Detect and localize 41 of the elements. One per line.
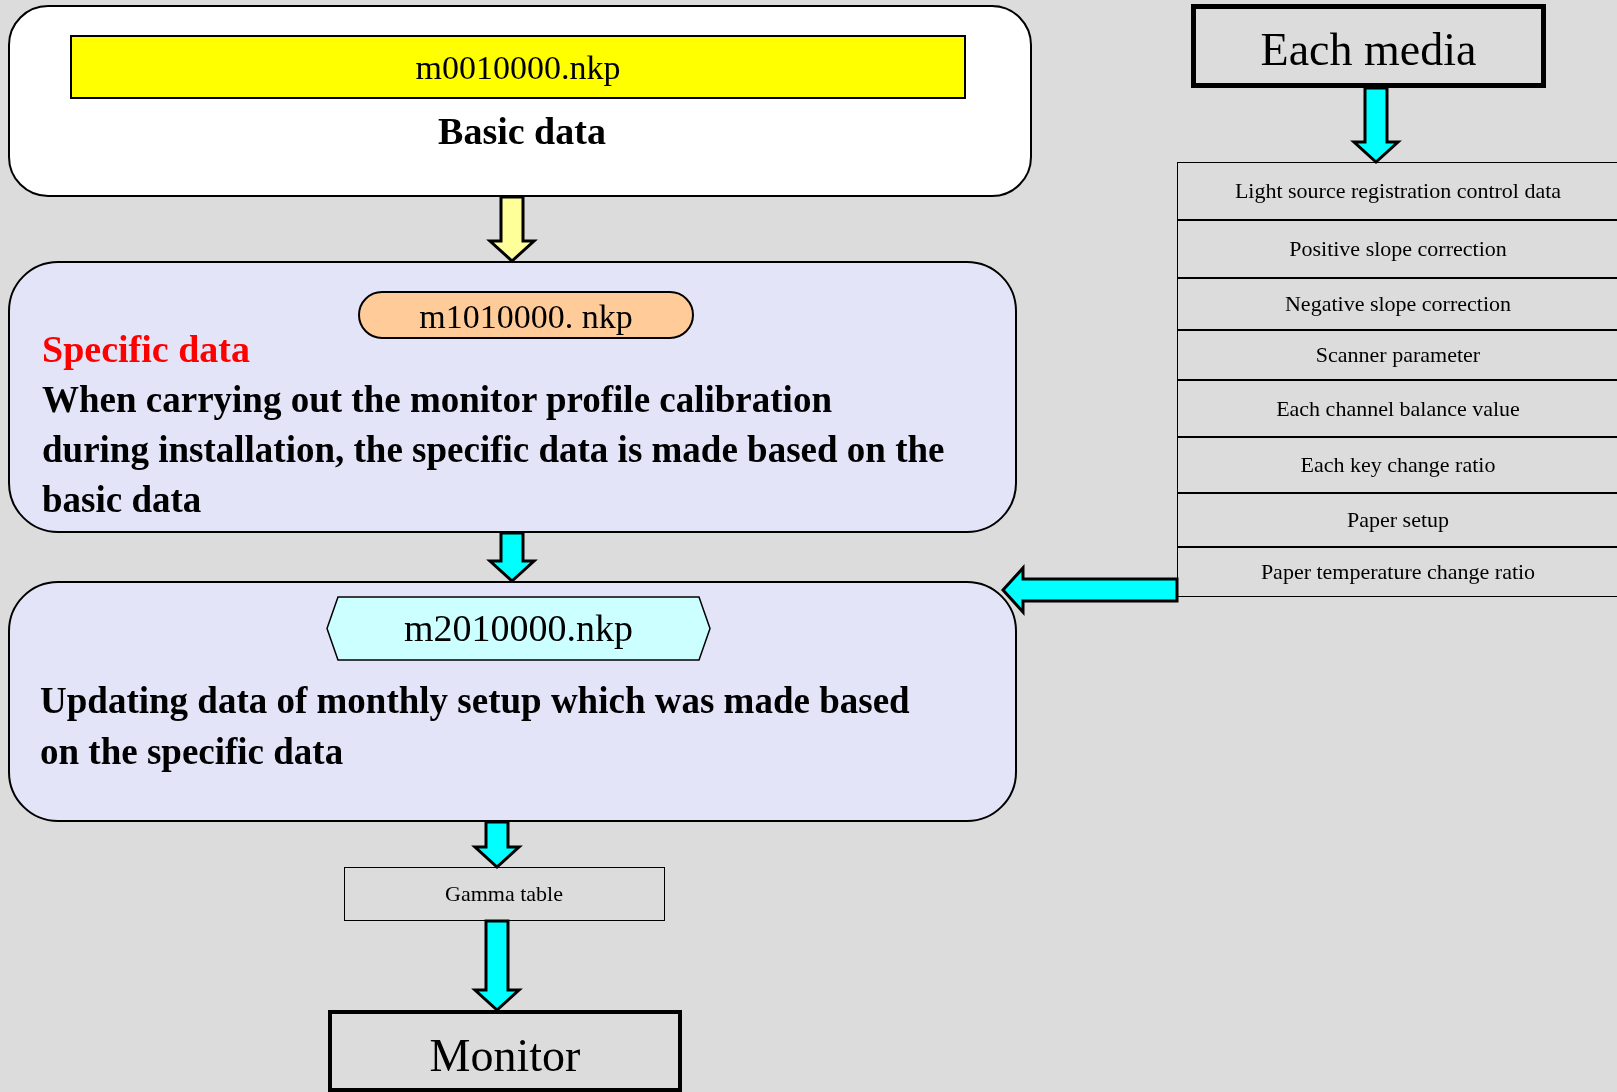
source-box bbox=[1191, 4, 1546, 88]
row-label: Light source registration control data bbox=[1233, 178, 1563, 203]
block-arrow bbox=[471, 820, 523, 870]
list-row bbox=[1177, 493, 1617, 547]
panel-description: When carrying out the monitor profile calibration during installation, the specific data is made based on the basic data bbox=[42, 378, 946, 522]
panel-heading: Specific data bbox=[42, 327, 251, 371]
data-panel bbox=[8, 5, 1032, 197]
panel-description: Updating data of monthly setup which was made based on the specific data bbox=[40, 679, 911, 774]
row-label: Positive slope correction bbox=[1288, 236, 1508, 261]
output-box bbox=[328, 1010, 682, 1092]
file-name-box bbox=[326, 596, 711, 661]
box-label: Monitor bbox=[428, 1029, 582, 1082]
file-name-box bbox=[70, 35, 966, 99]
file-name: m2010000.nkp bbox=[402, 606, 635, 650]
row-label: Each key change ratio bbox=[1299, 452, 1497, 477]
block-arrow bbox=[1000, 564, 1179, 616]
list-row bbox=[1177, 220, 1617, 278]
block-arrow bbox=[486, 195, 538, 264]
row-label: Each channel balance value bbox=[1275, 396, 1521, 421]
file-name-box bbox=[358, 291, 694, 339]
panel-heading: Basic data bbox=[437, 109, 607, 153]
data-panel bbox=[8, 261, 1017, 533]
data-panel bbox=[8, 581, 1017, 822]
row-label: Scanner parameter bbox=[1314, 342, 1482, 367]
list-row bbox=[1177, 330, 1617, 380]
list-row bbox=[1177, 380, 1617, 437]
list-row bbox=[1177, 547, 1617, 597]
row-label: Paper setup bbox=[1346, 507, 1450, 532]
block-arrow bbox=[486, 531, 538, 584]
block-arrow bbox=[471, 919, 523, 1013]
list-row bbox=[1177, 437, 1617, 493]
row-label: Negative slope correction bbox=[1284, 291, 1512, 316]
list-row bbox=[1177, 162, 1617, 220]
row-label: Paper temperature change ratio bbox=[1259, 559, 1537, 584]
process-box bbox=[344, 867, 665, 921]
list-row bbox=[1177, 278, 1617, 330]
box-label: Each media bbox=[1259, 23, 1478, 76]
file-name: m0010000.nkp bbox=[414, 48, 622, 87]
box-label: Gamma table bbox=[444, 881, 564, 906]
file-name: m1010000. nkp bbox=[418, 297, 634, 336]
block-arrow bbox=[1350, 86, 1402, 165]
